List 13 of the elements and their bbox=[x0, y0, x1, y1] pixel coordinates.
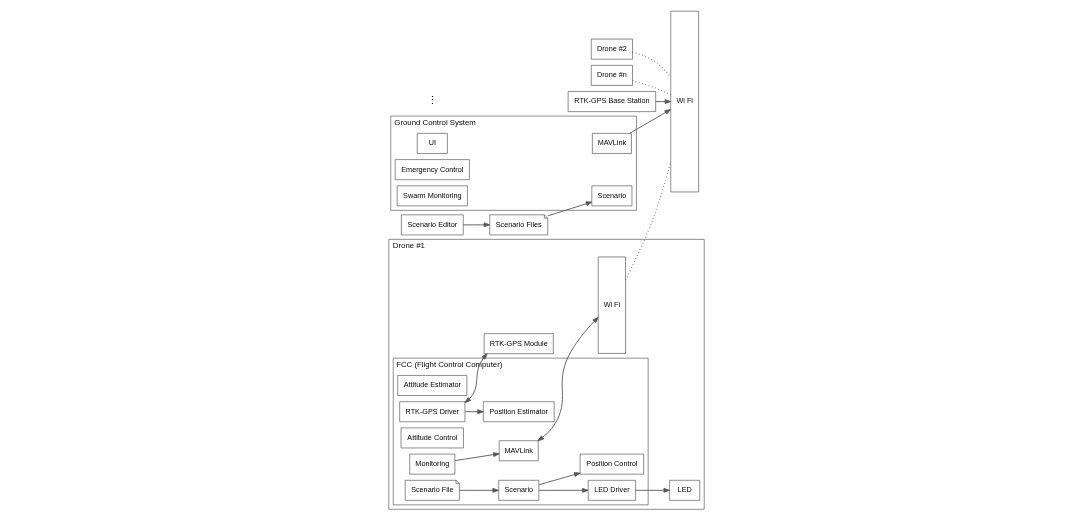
arrow bbox=[537, 316, 599, 441]
arrow bbox=[538, 471, 580, 485]
arrow bbox=[538, 487, 588, 493]
label: ⋮ bbox=[426, 93, 438, 106]
arrow bbox=[464, 352, 488, 403]
arrow bbox=[634, 487, 670, 493]
arrow bbox=[464, 408, 484, 414]
arrow bbox=[462, 221, 490, 227]
arrow bbox=[628, 108, 671, 134]
arrow bbox=[546, 200, 592, 216]
arrow bbox=[654, 98, 671, 104]
arrow bbox=[454, 451, 500, 461]
arrow bbox=[458, 487, 499, 493]
